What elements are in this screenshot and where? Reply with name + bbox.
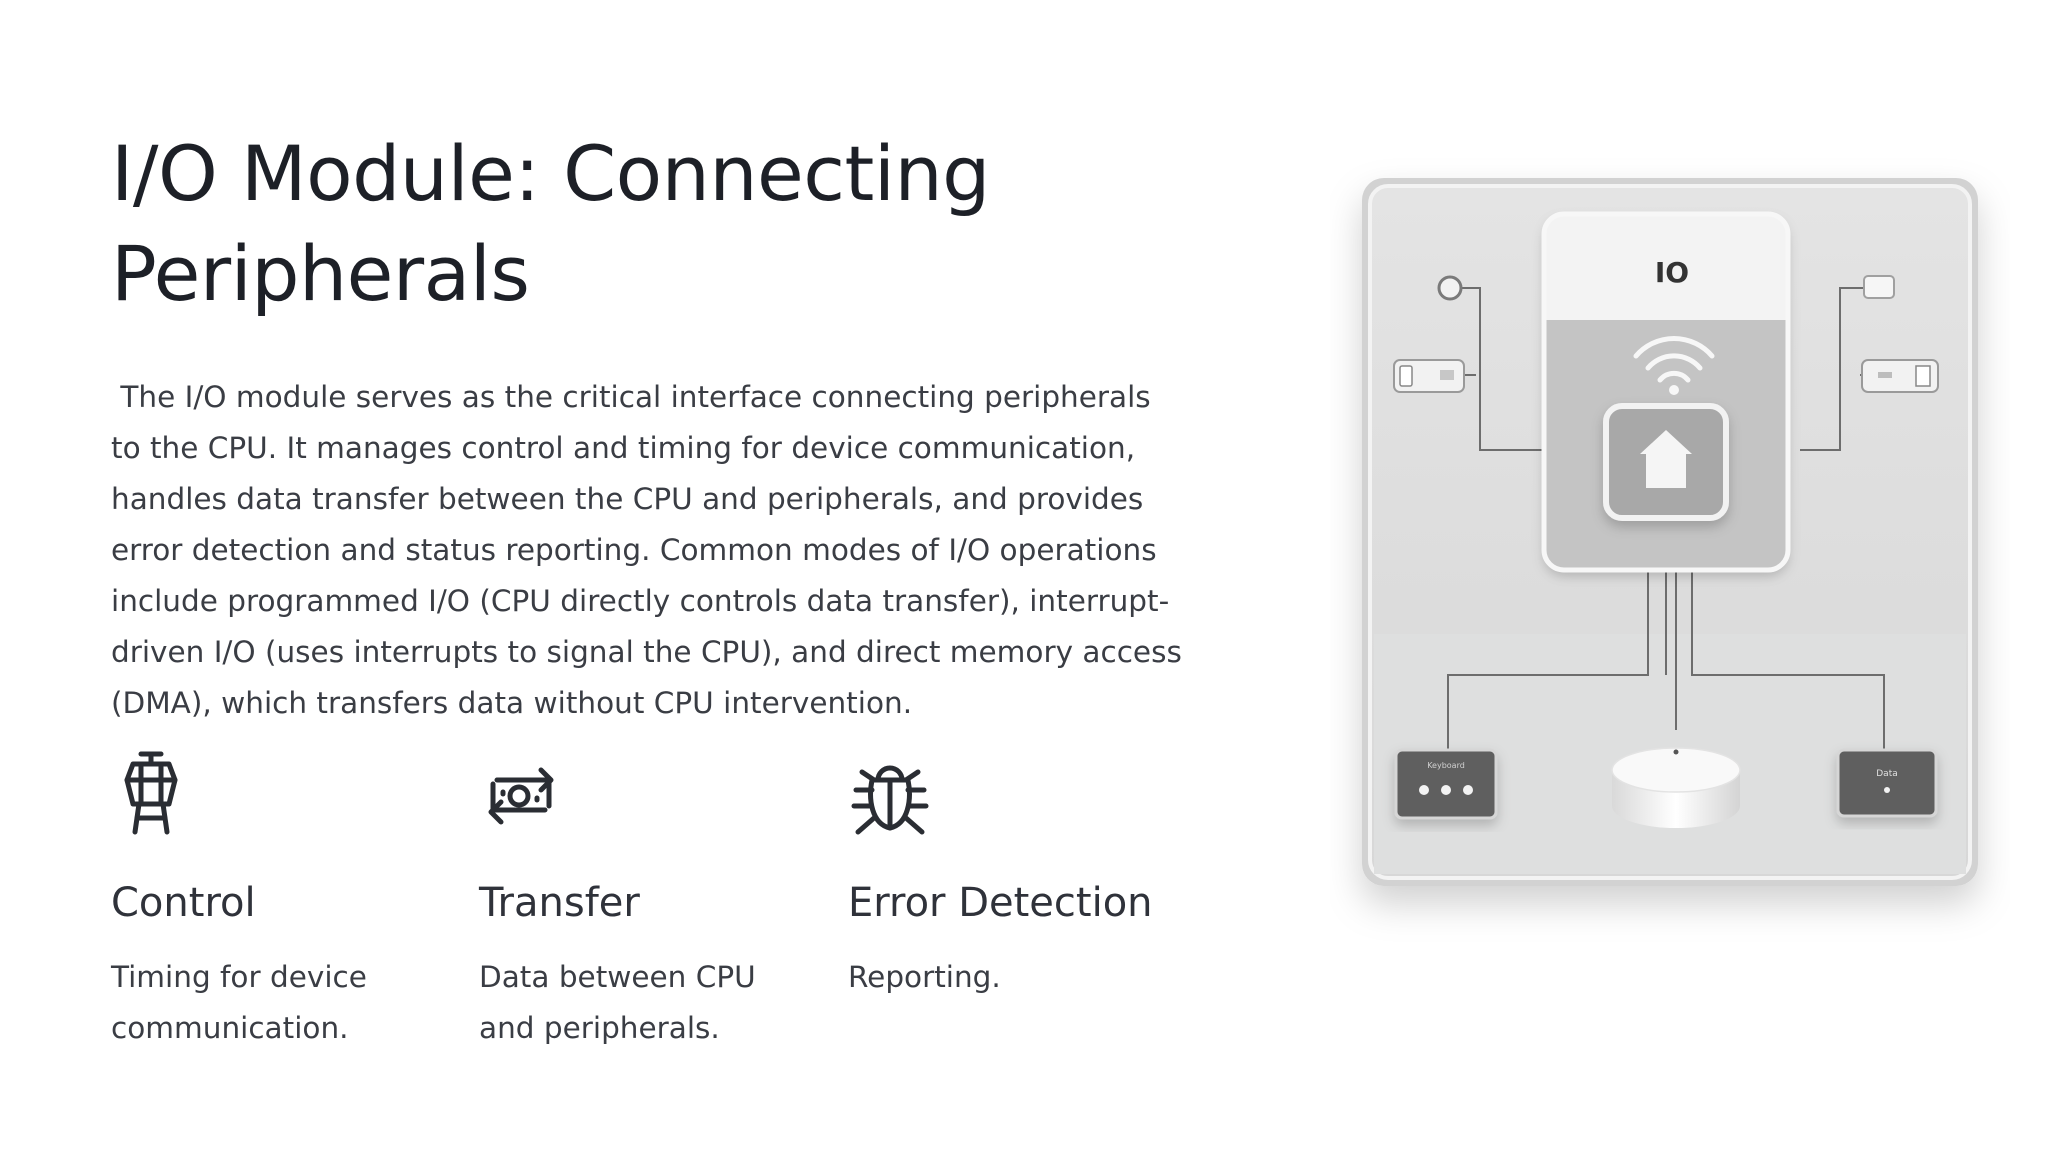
feature-title: Error Detection — [848, 880, 1153, 926]
feature-description: Timing for device communication. — [111, 960, 367, 1045]
circuit-wires — [1447, 287, 1885, 750]
keyboard-device — [1394, 748, 1498, 820]
wifi-icon — [1633, 336, 1715, 383]
sensor-block — [1863, 275, 1895, 299]
feature-description: Reporting. — [848, 960, 1001, 994]
money-transfer-icon — [488, 767, 554, 825]
feature-error-detection: Error Detection Reporting. — [848, 750, 1188, 1003]
feature-transfer: Transfer Data between CPU and peripheral… — [479, 750, 819, 1054]
slide-body-text: The I/O module serves as the critical in… — [111, 380, 1192, 720]
slide-title: I/O Module: Connecting Peripherals — [111, 129, 990, 318]
sensor-icon — [1437, 275, 1463, 301]
control-tower-icon — [124, 751, 178, 835]
io-module-label: IO — [1655, 256, 1689, 289]
data-device-label: Data — [1876, 769, 1898, 779]
feature-title: Control — [111, 880, 256, 926]
home-icon — [1640, 430, 1692, 488]
feature-description: Data between CPU and peripherals. — [479, 960, 756, 1045]
feature-title: Transfer — [479, 880, 640, 926]
io-module-illustration: IO Keyboard — [1362, 178, 1978, 886]
bug-icon — [851, 765, 929, 835]
keyboard-device-label: Keyboard — [1427, 761, 1465, 770]
data-device — [1836, 748, 1938, 818]
feature-control: Control Timing for device communication. — [111, 750, 451, 1054]
storage-puck — [1611, 747, 1741, 828]
